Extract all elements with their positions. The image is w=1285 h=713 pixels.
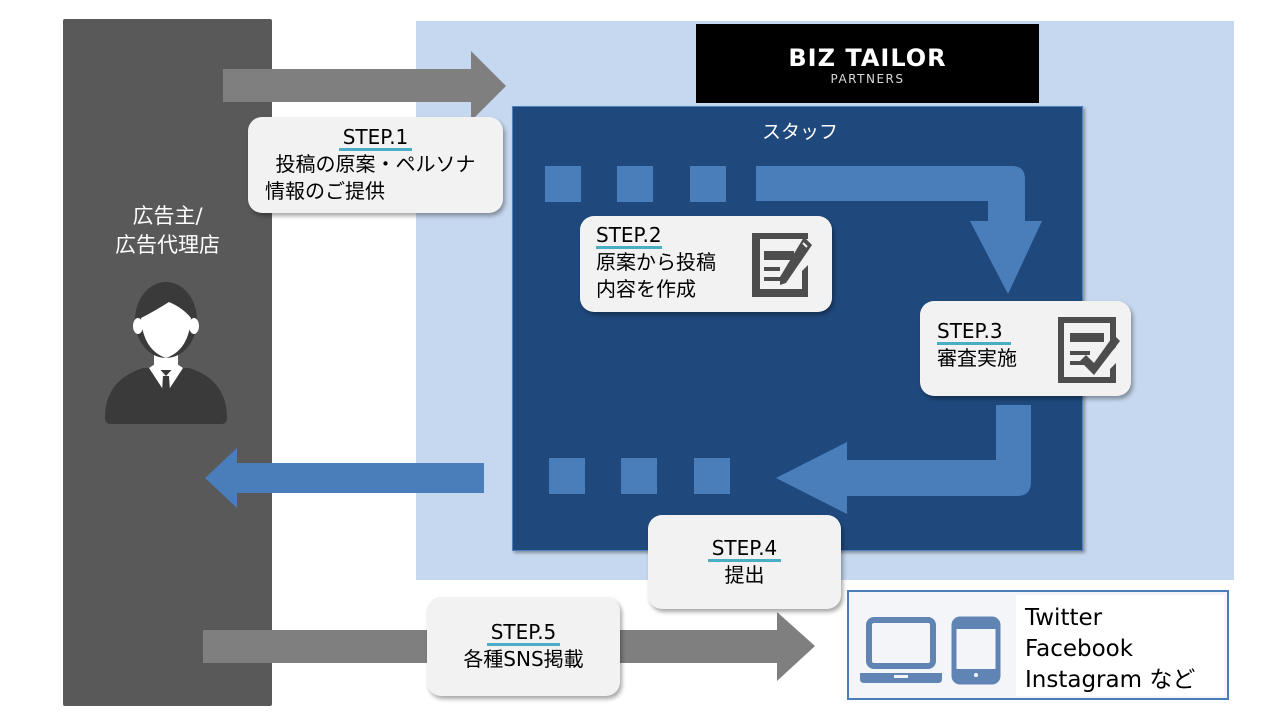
sns-item-instagram: Instagram など (1025, 667, 1196, 693)
advertiser-label-line1: 広告主/ (132, 204, 203, 228)
businessperson-icon (105, 282, 227, 424)
advertiser-label-line2: 広告代理店 (115, 233, 220, 257)
biztailor-logo: BIZ TAILOR PARTNERS (696, 24, 1039, 103)
flow-square (545, 166, 581, 202)
checklist-icon (1058, 317, 1120, 383)
flow-square (621, 458, 657, 494)
step5-title: STEP.5 (486, 621, 561, 646)
step3-callout: STEP.3 審査実施 (920, 301, 1131, 396)
arrow-step1 (223, 51, 506, 121)
tablet-icon (951, 616, 1001, 685)
arrow-bend-down (756, 166, 1042, 294)
flow-square (694, 458, 730, 494)
sns-item-twitter: Twitter (1025, 605, 1103, 631)
step2-callout: STEP.2 原案から投稿 内容を作成 (580, 216, 832, 312)
logo-sub: PARTNERS (830, 72, 905, 86)
flow-square (690, 166, 726, 202)
flow-square (549, 458, 585, 494)
step2-line2: 内容を作成 (596, 277, 696, 301)
staff-label: スタッフ (761, 121, 838, 143)
step4-line1: 提出 (724, 563, 765, 587)
laptop-icon (860, 617, 942, 683)
logo-name: BIZ TAILOR (788, 44, 947, 72)
step3-line1: 審査実施 (937, 346, 1017, 370)
sns-item-facebook: Facebook (1025, 636, 1134, 662)
step4-callout: STEP.4 提出 (648, 515, 841, 609)
step1-line2: 情報のご提供 (265, 179, 385, 203)
step2-line1: 原案から投稿 (596, 250, 716, 274)
step4-title: STEP.4 (707, 537, 782, 562)
advertiser-label: 広告主/ 広告代理店 (63, 202, 272, 260)
flow-square (617, 166, 653, 202)
step1-line1: 投稿の原案・ペルソナ (275, 152, 476, 176)
step5-line1: 各種SNS掲載 (463, 647, 584, 671)
step2-title: STEP.2 (596, 223, 662, 249)
step3-title: STEP.3 (937, 320, 1011, 345)
arrow-bend-left (776, 405, 1031, 514)
edit-document-icon (752, 233, 812, 297)
step1-title: STEP.1 (338, 126, 413, 151)
step5-callout: STEP.5 各種SNS掲載 (427, 597, 620, 696)
step1-callout: STEP.1 投稿の原案・ペルソナ 情報のご提供 (248, 117, 503, 213)
arrow-return (205, 448, 484, 508)
sns-list: Twitter Facebook Instagram など (1016, 595, 1224, 696)
